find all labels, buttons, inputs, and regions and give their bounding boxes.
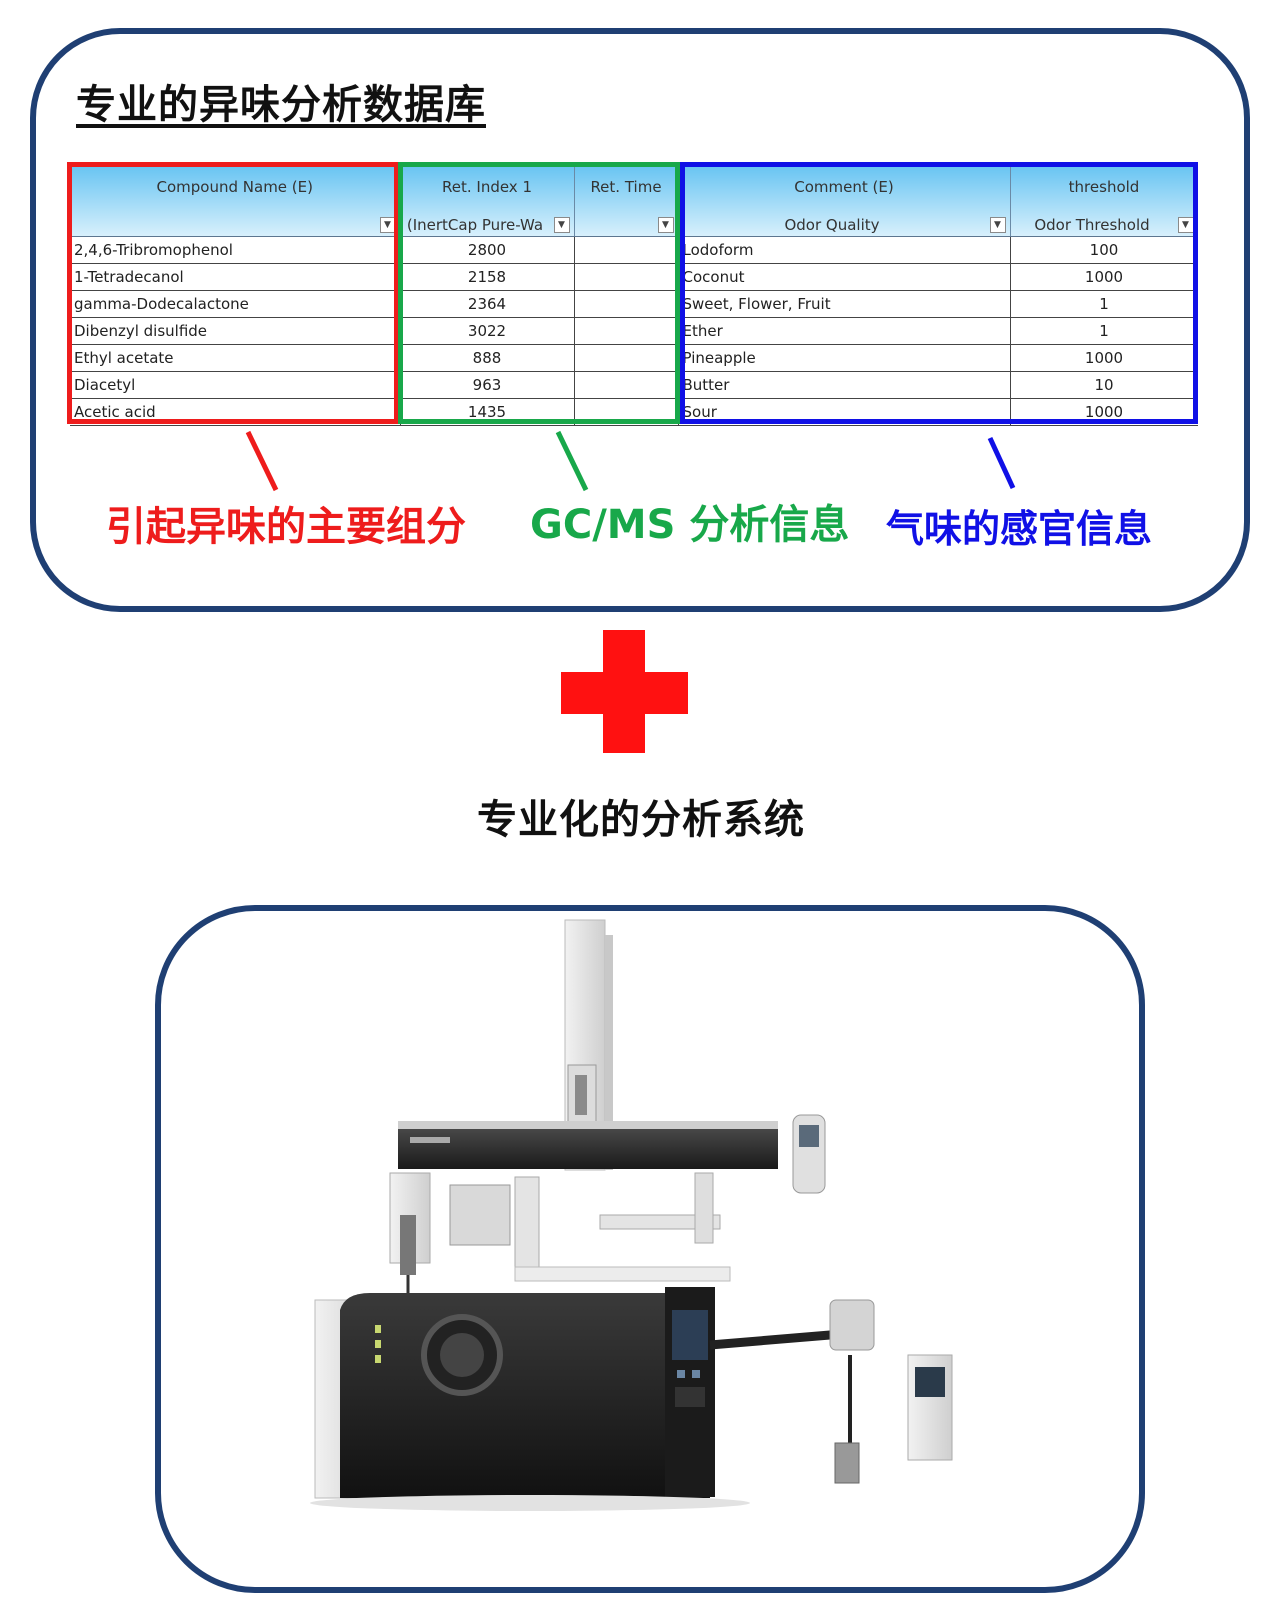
column-header-threshold: threshold Odor Threshold ▼ — [1010, 166, 1198, 237]
tower-side — [605, 935, 613, 1170]
table-row: 1-Tetradecanol 2158 Coconut 1000 — [70, 263, 1198, 291]
remote-screen — [799, 1125, 819, 1147]
filter-dropdown-icon[interactable]: ▼ — [553, 217, 570, 233]
database-title: 专业的异味分析数据库 — [76, 82, 486, 128]
cell-compound: 1-Tetradecanol — [70, 263, 401, 291]
cell-ret-time — [574, 317, 679, 345]
cell-ret-time — [574, 290, 679, 318]
cell-compound: Dibenzyl disulfide — [70, 317, 401, 345]
cell-ret-index: 2800 — [400, 236, 575, 264]
ms-display — [675, 1387, 705, 1407]
gc-indicator-1 — [375, 1325, 381, 1333]
sensory-group-label: 气味的感官信息 — [886, 507, 1153, 551]
cell-ret-index: 2158 — [400, 263, 575, 291]
syringe-holder — [575, 1075, 587, 1115]
cell-ret-time — [574, 344, 679, 372]
cell-compound: 2,4,6-Tribromophenol — [70, 236, 401, 264]
odor-database-table: Compound Name (E) ▼ Ret. Index 1 (InertC… — [70, 166, 1198, 434]
incubator-module — [449, 1184, 511, 1246]
filter-dropdown-icon[interactable]: ▼ — [989, 217, 1006, 233]
cell-ret-index: 888 — [400, 344, 575, 372]
column-header-ret-index: Ret. Index 1 (InertCap Pure-Wa ▼ — [400, 166, 575, 237]
vacuum-pump — [829, 1299, 875, 1351]
vial-tray — [599, 1214, 721, 1230]
cell-ret-index: 963 — [400, 371, 575, 399]
rail-top — [398, 1121, 778, 1129]
table-header-row: Compound Name (E) ▼ Ret. Index 1 (InertC… — [70, 166, 1198, 237]
ms-button-1 — [677, 1370, 685, 1378]
cell-threshold: 1 — [1010, 317, 1198, 345]
aux-screen — [915, 1367, 945, 1397]
gcms-instrument-image — [310, 919, 953, 1511]
table-row: Ethyl acetate 888 Pineapple 1000 — [70, 344, 1198, 372]
cell-ret-index: 3022 — [400, 317, 575, 345]
tray-support — [694, 1172, 714, 1244]
cell-compound: Diacetyl — [70, 371, 401, 399]
column-header-ret-time: Ret. Time ▼ — [574, 166, 679, 237]
table-row: Diacetyl 963 Butter 10 — [70, 371, 1198, 399]
gc-indicator-2 — [375, 1340, 381, 1348]
gcms-group-label: GC/MS 分析信息 — [530, 502, 850, 548]
filter-dropdown-icon[interactable]: ▼ — [657, 217, 674, 233]
wash-module — [514, 1176, 540, 1268]
ms-button-2 — [692, 1370, 700, 1378]
cell-compound: gamma-Dodecalactone — [70, 290, 401, 318]
floor-shadow — [310, 1495, 750, 1511]
rail-logo — [410, 1137, 450, 1143]
ms-hose — [709, 1330, 831, 1350]
base-plate — [514, 1266, 731, 1282]
gc-body — [340, 1293, 515, 1498]
cell-odor-quality: Butter — [678, 371, 1011, 399]
compound-group-label: 引起异味的主要组分 — [106, 504, 466, 550]
table-row: gamma-Dodecalactone 2364 Sweet, Flower, … — [70, 290, 1198, 318]
column-header-odor-quality: Comment (E) Odor Quality ▼ — [678, 166, 1011, 237]
plus-horizontal-bar — [561, 672, 688, 714]
cell-ret-index: 2364 — [400, 290, 575, 318]
gc-indicator-3 — [375, 1355, 381, 1363]
cell-odor-quality: Lodoform — [678, 236, 1011, 264]
cell-threshold: 1000 — [1010, 263, 1198, 291]
pump-base — [834, 1442, 860, 1484]
system-title: 专业化的分析系统 — [477, 797, 805, 843]
cell-threshold: 100 — [1010, 236, 1198, 264]
cell-ret-time — [574, 371, 679, 399]
sensory-callout-line — [987, 436, 1016, 490]
ms-body — [515, 1293, 710, 1498]
cell-odor-quality: Sweet, Flower, Fruit — [678, 290, 1011, 318]
ms-touch-screen — [672, 1310, 708, 1360]
cell-compound: Ethyl acetate — [70, 344, 401, 372]
autosampler-rail — [398, 1127, 778, 1169]
cell-ret-time — [574, 236, 679, 264]
cell-threshold: 10 — [1010, 371, 1198, 399]
sampler-needle-unit — [400, 1215, 416, 1275]
filter-dropdown-icon[interactable]: ▼ — [379, 217, 396, 233]
gc-oven-center — [440, 1333, 484, 1377]
cell-odor-quality: Pineapple — [678, 344, 1011, 372]
table-row: Dibenzyl disulfide 3022 Ether 1 — [70, 317, 1198, 345]
gcms-callout-line — [555, 430, 589, 492]
cell-threshold: 1000 — [1010, 344, 1198, 372]
compound-callout-line — [245, 430, 279, 492]
cell-odor-quality: Coconut — [678, 263, 1011, 291]
table-row: 2,4,6-Tribromophenol 2800 Lodoform 100 — [70, 236, 1198, 264]
callout-lines — [245, 430, 1016, 492]
column-header-compound: Compound Name (E) ▼ — [70, 166, 401, 237]
cell-odor-quality: Ether — [678, 317, 1011, 345]
